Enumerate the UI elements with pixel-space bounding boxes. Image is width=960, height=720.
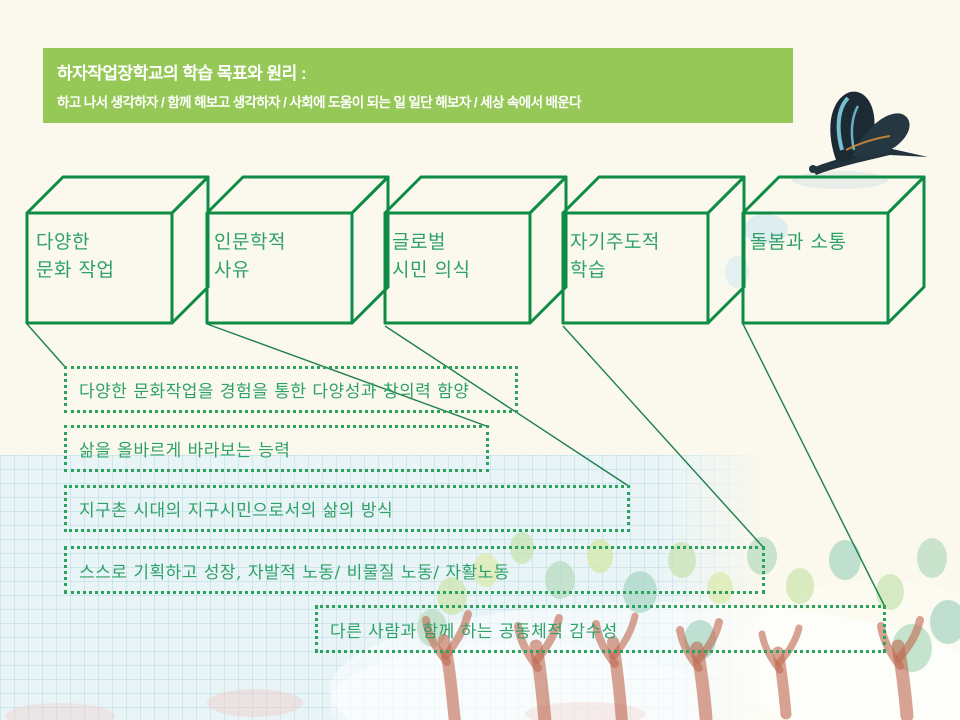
note-box-4: 스스로 기획하고 성장, 자발적 노동/ 비물질 노동/ 자활노동	[64, 546, 765, 594]
cube-label-line: 글로벌	[392, 231, 446, 253]
cube-label-line: 시민 의식	[392, 259, 471, 281]
connector-line-3	[384, 325, 631, 488]
cube-label-line: 돌봄과 소통	[750, 231, 847, 253]
cube-label-5: 돌봄과 소통	[750, 228, 890, 256]
note-box-5: 다른 사람과 함께 하는 공동체적 감수성	[315, 605, 886, 653]
connector-line-4	[562, 325, 765, 549]
note-text: 다른 사람과 함께 하는 공동체적 감수성	[330, 621, 618, 642]
cube-label-3: 글로벌 시민 의식	[392, 228, 532, 284]
note-box-1: 다양한 문화작업을 경험을 통한 다양성과 창의력 함양	[64, 366, 518, 413]
slide-title: 하자작업장학교의 학습 목표와 원리 :	[57, 64, 307, 83]
note-box-2: 삶을 올바르게 바라보는 능력	[64, 425, 489, 472]
connector-lines	[26, 323, 886, 608]
cube-label-1: 다양한 문화 작업	[36, 228, 176, 284]
cube-label-line: 문화 작업	[36, 259, 115, 281]
cube-label-line: 다양한	[36, 231, 90, 253]
cube-label-4: 자기주도적 학습	[570, 228, 710, 284]
note-text: 지구촌 시대의 지구시민으로서의 삶의 방식	[79, 501, 394, 521]
title-banner: 하자작업장학교의 학습 목표와 원리 : 하고 나서 생각하자 / 함께 해보고…	[43, 48, 793, 123]
note-box-3: 지구촌 시대의 지구시민으로서의 삶의 방식	[64, 485, 630, 532]
cube-label-2: 인문학적 사유	[214, 228, 354, 284]
note-text: 스스로 기획하고 성장, 자발적 노동/ 비물질 노동/ 자활노동	[79, 562, 510, 583]
note-text: 다양한 문화작업을 경험을 통한 다양성과 창의력 함양	[79, 382, 470, 402]
connector-line-1	[26, 323, 67, 369]
cube-label-line: 자기주도적	[570, 231, 660, 253]
connector-line-5	[742, 323, 886, 608]
cube-label-line: 인문학적	[214, 231, 286, 253]
cube-label-line: 사유	[214, 259, 250, 281]
note-text: 삶을 올바르게 바라보는 능력	[79, 441, 291, 461]
slide-subtitle: 하고 나서 생각하자 / 함께 해보고 생각하자 / 사회에 도움이 되는 일 …	[57, 95, 582, 110]
cube-label-line: 학습	[570, 259, 606, 281]
connector-line-2	[206, 323, 490, 428]
